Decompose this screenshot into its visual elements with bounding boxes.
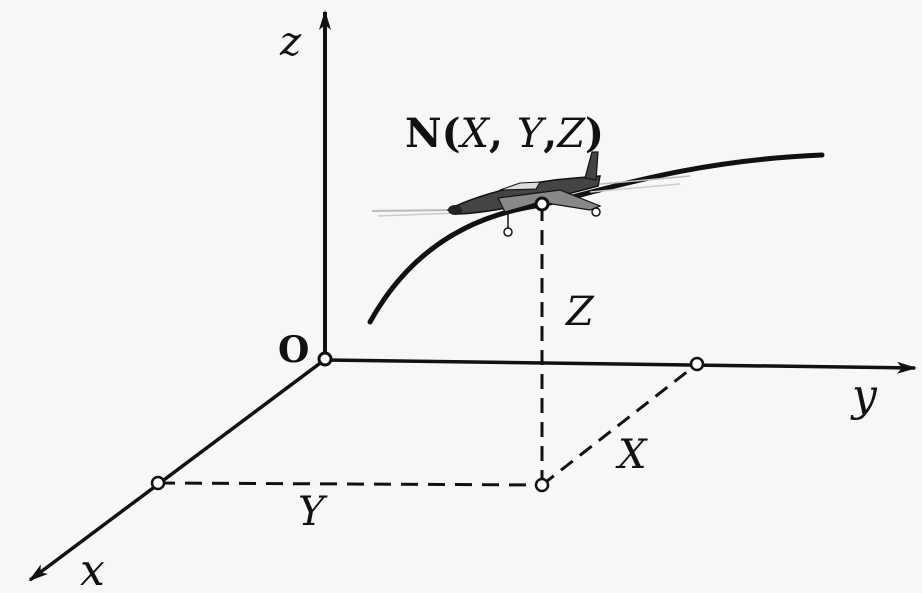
z-axis-label: z: [279, 19, 302, 65]
y-coordinate-point: [689, 356, 705, 372]
y-distance-label: Y: [298, 489, 328, 535]
point-label-sep2: ,: [543, 110, 557, 157]
x-axis: [28, 359, 325, 582]
y-axis: [324, 358, 917, 374]
point-label-suffix: ): [585, 110, 604, 157]
point-label-prefix: N(: [405, 110, 461, 157]
x-projection-dashed-line: [541, 362, 698, 487]
x-coordinate-point: [150, 475, 166, 491]
point-label-z: Z: [555, 111, 586, 157]
origin-label: O: [278, 329, 309, 371]
projection-point: [534, 477, 550, 493]
point-label-y: Y: [517, 111, 547, 157]
point-n: [534, 196, 550, 212]
point-label-x: X: [458, 111, 491, 157]
y-axis-label: y: [850, 370, 878, 421]
origin-point: [317, 351, 333, 367]
point-label-sep1: ,: [489, 110, 517, 157]
x-axis-label: x: [80, 545, 105, 593]
point-label: N(X, Y,Z): [405, 110, 604, 157]
height-label: Z: [564, 289, 595, 335]
y-projection-dashed-line: [157, 481, 543, 487]
airplane-icon: [371, 151, 691, 237]
x-distance-label: X: [615, 432, 648, 478]
